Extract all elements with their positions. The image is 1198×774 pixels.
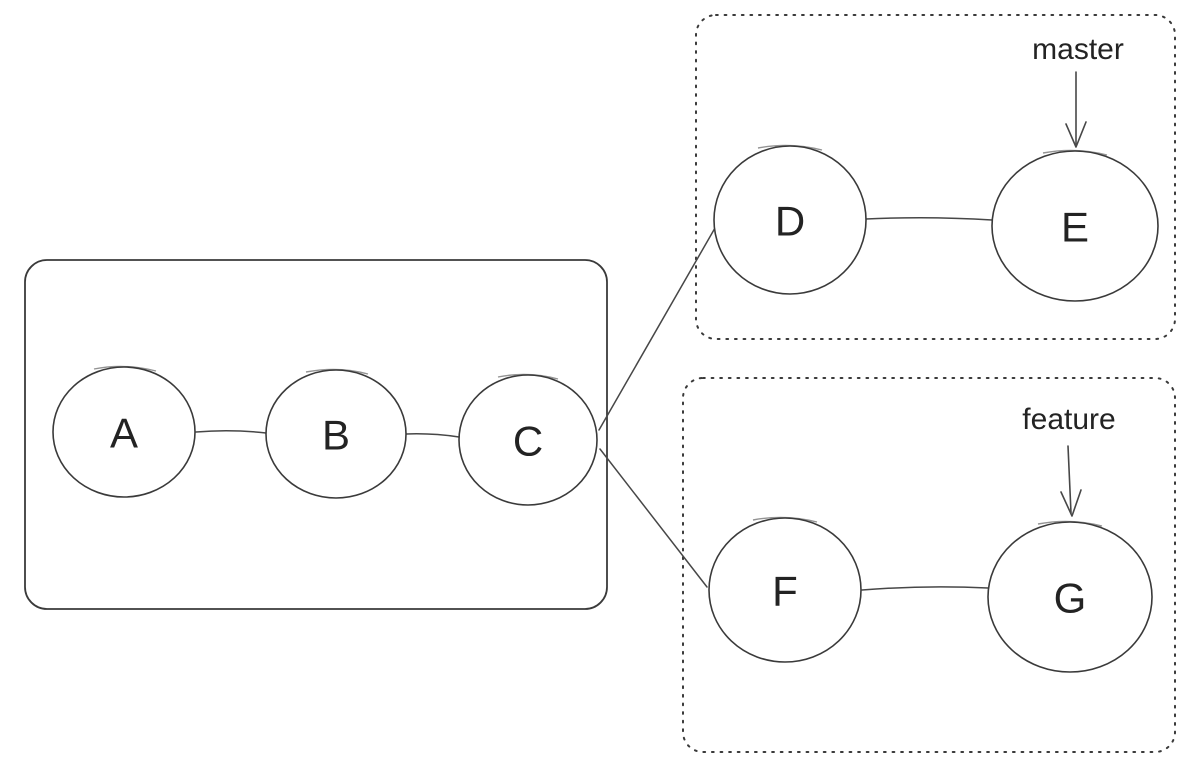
node-c-sketch-stroke [497,373,559,380]
edge-a-b [195,429,267,434]
edge-c-d [598,227,716,431]
node-g-sketch-stroke [1037,520,1103,527]
node-g-label: G [1054,575,1087,622]
feature-arrow-head-icon [1060,489,1082,517]
node-d: D [713,144,867,295]
node-d-sketch-stroke [757,144,823,151]
edge-b-c [405,433,460,438]
node-e: E [991,149,1159,302]
feature-branch-label: feature [1022,403,1115,436]
master-branch-box [695,14,1176,340]
feature-arrow-shaft [1067,445,1072,514]
node-a-label: A [110,410,138,457]
feature-branch-pointer: feature [1022,403,1116,517]
main-commits-box [24,259,608,610]
node-f-sketch-stroke [752,516,818,523]
node-c-label: C [513,418,543,465]
feature-branch-box [682,377,1176,753]
node-e-sketch-stroke [1042,149,1108,156]
node-d-label: D [775,198,805,245]
master-arrow-head-icon [1065,121,1087,148]
node-c: C [458,373,598,506]
node-g: G [987,520,1153,673]
node-a: A [52,365,196,498]
edge-d-e [865,216,993,221]
node-b-sketch-stroke [305,368,369,375]
node-b-label: B [322,412,350,459]
node-f-label: F [772,568,798,615]
edge-c-f [599,448,708,588]
master-branch-label: master [1032,33,1124,66]
node-f: F [708,516,862,663]
node-b: B [265,368,407,499]
master-branch-pointer: master [1032,33,1124,148]
node-e-label: E [1061,204,1089,251]
edge-f-g [861,586,989,591]
node-a-sketch-stroke [93,365,157,372]
